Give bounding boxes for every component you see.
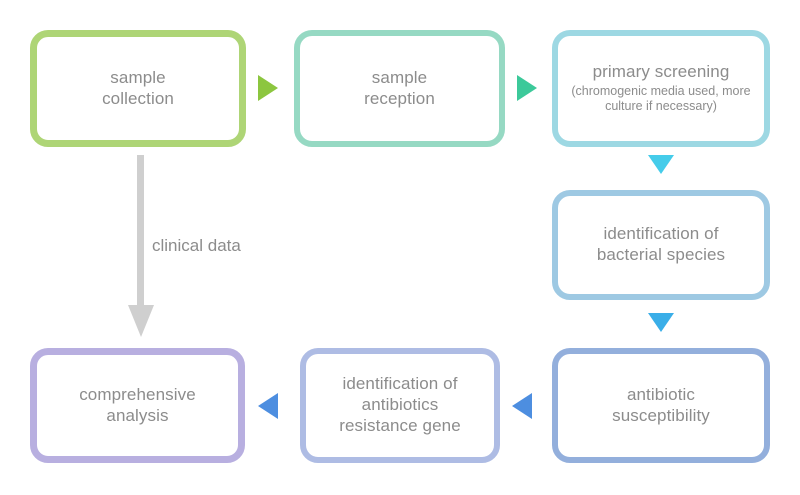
node-antibiotic-susceptibility[interactable]: antibiotic susceptibility xyxy=(552,348,770,463)
arrow-down-icon-species-to-susceptibility xyxy=(648,313,674,332)
arrow-right-icon-reception-to-screening xyxy=(517,75,537,101)
arrow-down-icon-screening-to-species xyxy=(648,155,674,174)
node-label-line-2: antibiotics xyxy=(361,395,439,415)
arrow-left-icon-susceptibility-to-gene xyxy=(512,393,532,419)
node-label-line-3: resistance gene xyxy=(339,415,461,435)
node-label-line-1: comprehensive xyxy=(79,384,196,404)
node-label-line-1: primary screening xyxy=(592,62,730,82)
node-label-line-2: susceptibility xyxy=(612,405,710,425)
arrow-left-icon-gene-to-analysis xyxy=(258,393,278,419)
node-comprehensive-analysis[interactable]: comprehensive analysis xyxy=(30,348,245,463)
node-primary-screening[interactable]: primary screening (chromogenic media use… xyxy=(552,30,770,147)
node-sample-reception[interactable]: sample reception xyxy=(294,30,505,147)
node-label-line-1: identification of xyxy=(603,224,719,244)
connector-label-clinical-data: clinical data xyxy=(152,236,241,255)
node-label-line-2: analysis xyxy=(106,405,169,425)
node-identification-bacterial-species[interactable]: identification of bacterial species xyxy=(552,190,770,300)
node-label-line-2: collection xyxy=(102,88,174,108)
arrow-head xyxy=(128,305,154,337)
node-label-line-1: antibiotic xyxy=(626,384,696,404)
arrow-down-icon-clinical-data xyxy=(128,155,154,340)
node-label-line-1: sample xyxy=(371,67,428,87)
node-sample-collection[interactable]: sample collection xyxy=(30,30,246,147)
arrow-shaft xyxy=(137,155,144,307)
node-label-line-1: sample xyxy=(110,67,166,87)
node-label-line-2: bacterial species xyxy=(596,245,726,264)
node-label-line-1: identification of xyxy=(342,374,458,394)
arrow-right-icon-collection-to-reception xyxy=(258,75,278,101)
node-sublabel: (chromogenic media used, more culture if… xyxy=(571,84,751,114)
node-label-line-2: reception xyxy=(364,88,435,108)
node-identification-antibiotics-resistance-gene[interactable]: identification of antibiotics resistance… xyxy=(300,348,500,463)
